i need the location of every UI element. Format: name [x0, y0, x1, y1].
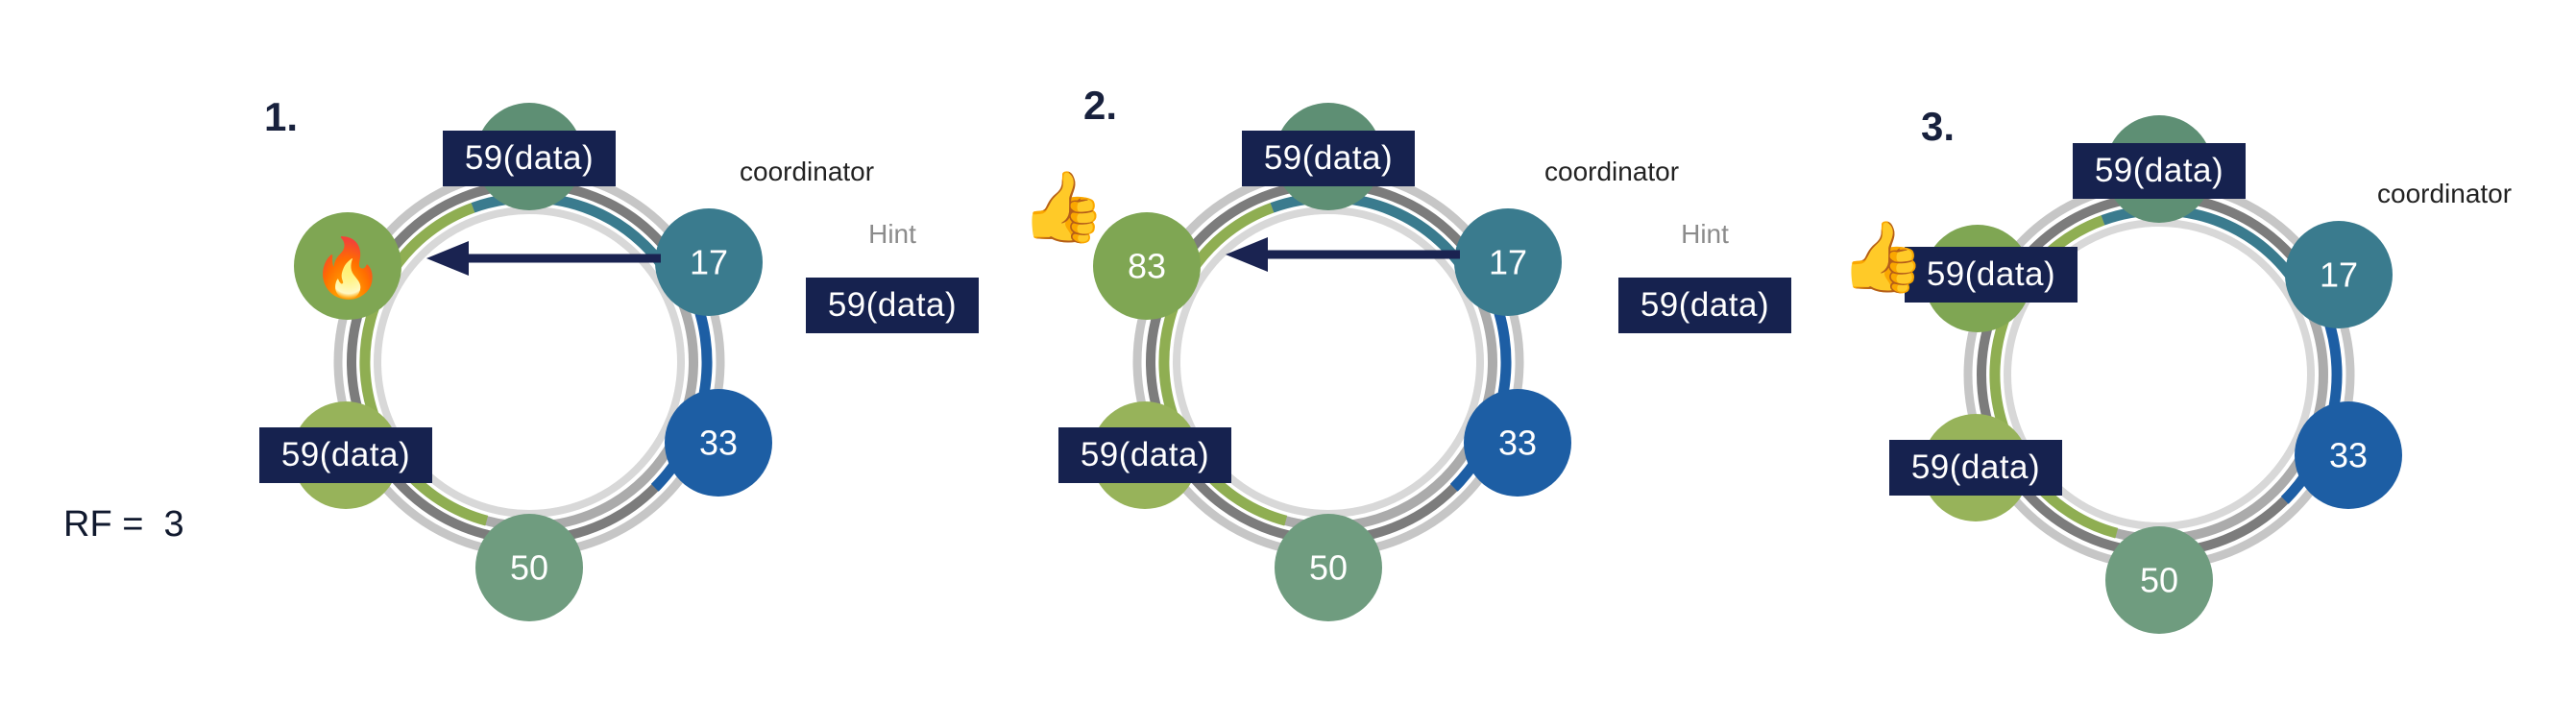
hint-data-box-2: 59(data) — [1618, 278, 1791, 333]
arrow-head — [1226, 237, 1268, 272]
coordinator-node — [2285, 221, 2393, 328]
rf-label: RF = 3 — [63, 504, 184, 545]
coordinator-label-1: coordinator — [740, 157, 875, 186]
node-50 — [475, 514, 583, 621]
data-label-box-top-2: 59(data) — [1242, 131, 1415, 186]
thumbs-up-icon-3: 👍 — [1839, 219, 1926, 296]
data-label-box-top-3: 59(data) — [2073, 143, 2246, 199]
data-label-box-lower-left-3: 59(data) — [1889, 440, 2062, 496]
handoff-arrow-1 — [426, 241, 661, 276]
node-33 — [665, 389, 772, 497]
hint-label-2: Hint — [1681, 219, 1729, 249]
ring-arc-green — [1158, 203, 1288, 526]
node-50-label: 50 — [2140, 561, 2178, 600]
node-50-label: 50 — [1309, 548, 1348, 588]
data-label-box-top-1: 59(data) — [443, 131, 616, 186]
data-label-box-upper-left-3: 59(data) — [1905, 247, 2078, 303]
arrow-head — [426, 241, 469, 276]
coordinator-label-3: coordinator — [2377, 179, 2513, 208]
node-33 — [1464, 389, 1571, 497]
coordinator-node — [655, 208, 763, 316]
hint-data-box-1: 59(data) — [806, 278, 979, 333]
step-number-3: 3. — [1921, 104, 1956, 149]
handoff-arrow-2 — [1226, 237, 1460, 272]
data-label-box-lower-left-2: 59(data) — [1058, 427, 1231, 483]
node-50-label: 50 — [510, 548, 548, 588]
step-number-1: 1. — [264, 94, 299, 139]
node-33 — [2295, 401, 2402, 509]
ring-1: 17 33 50 🔥 — [292, 103, 772, 621]
fire-icon: 🔥 — [312, 235, 384, 302]
thumbs-up-icon-2: 👍 — [1020, 169, 1106, 246]
step-number-2: 2. — [1083, 83, 1118, 128]
coordinator-node-label: 17 — [690, 243, 728, 282]
node-50 — [2105, 526, 2213, 634]
node-33-label: 33 — [2329, 436, 2368, 475]
ring-circle-outer — [1963, 179, 2355, 570]
node-83-recovered — [1093, 212, 1201, 320]
ring-circle-outer — [333, 166, 725, 558]
node-83-label: 83 — [1128, 247, 1166, 286]
node-33-label: 33 — [1498, 424, 1537, 463]
coordinator-node-label: 17 — [1489, 243, 1527, 282]
coordinator-label-2: coordinator — [1544, 157, 1680, 186]
data-label-box-lower-left-1: 59(data) — [259, 427, 432, 483]
node-33-label: 33 — [699, 424, 738, 463]
hint-label-1: Hint — [868, 219, 916, 249]
ring-arc-green — [359, 203, 489, 526]
node-upper-left-down — [294, 212, 401, 320]
coordinator-node — [1454, 208, 1562, 316]
coordinator-node-label: 17 — [2320, 255, 2358, 295]
node-50 — [1275, 514, 1382, 621]
